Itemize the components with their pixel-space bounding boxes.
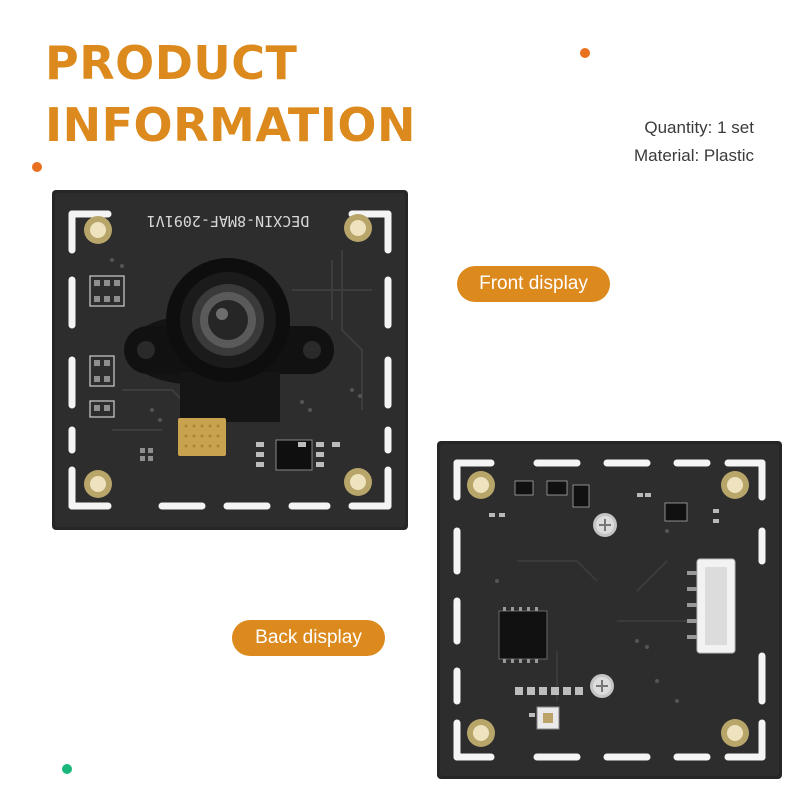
screw-icon <box>590 513 617 698</box>
back-display-label: Back display <box>232 620 385 656</box>
board-silkscreen-text: DECXIN-8MAF-2091V1 <box>147 212 310 230</box>
green-dot-bottom <box>62 764 72 774</box>
back-board-image <box>437 441 782 779</box>
front-display-label: Front display <box>457 266 610 302</box>
camera-lens-icon <box>124 258 334 422</box>
orange-dot-left <box>32 162 42 172</box>
orange-dot-top <box>580 48 590 58</box>
connector-icon <box>687 558 736 654</box>
title-line-1: PRODUCT <box>45 36 298 90</box>
title-line-2: INFORMATION <box>45 98 416 152</box>
page-title: PRODUCT INFORMATION <box>45 32 416 156</box>
front-board-image: DECXIN-8MAF-2091V1 <box>52 190 408 530</box>
chip-icon <box>498 607 548 663</box>
quantity-spec: Quantity: 1 set <box>644 118 754 137</box>
material-spec: Material: Plastic <box>634 146 754 165</box>
chip-icon <box>256 439 340 471</box>
